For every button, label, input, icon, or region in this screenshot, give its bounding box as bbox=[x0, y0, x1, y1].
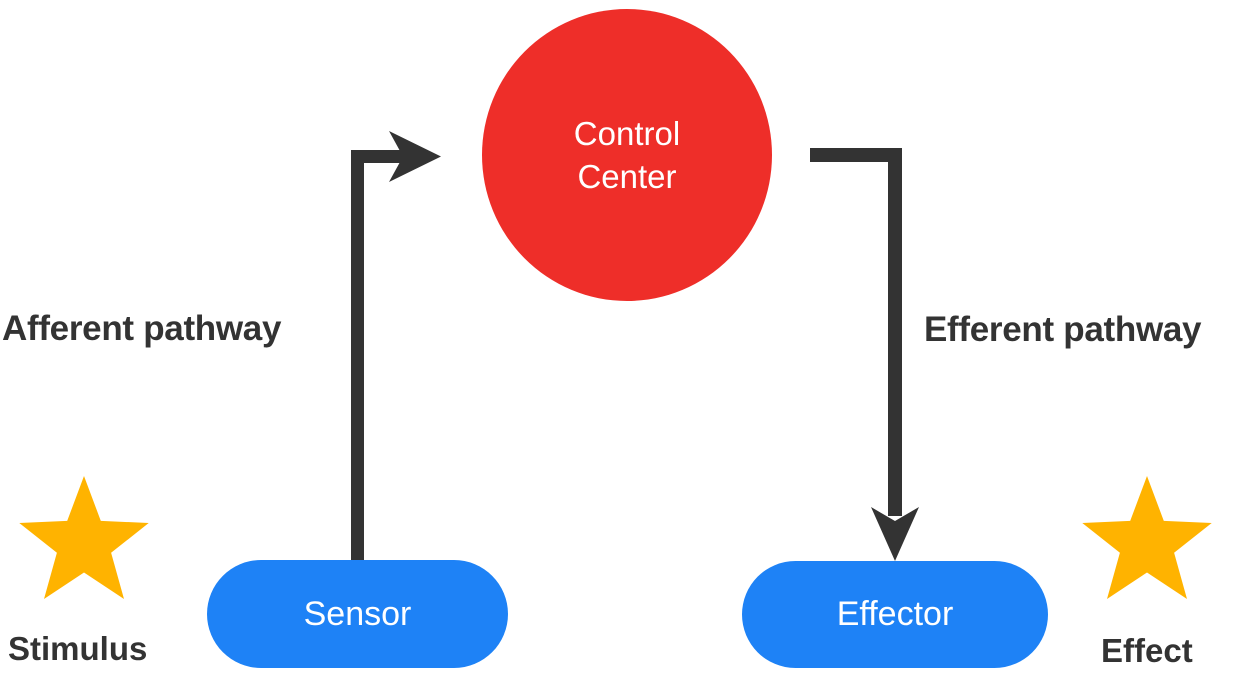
afferent-arrowhead-icon bbox=[389, 131, 441, 182]
sensor-label: Sensor bbox=[303, 594, 412, 633]
control-center-node: Control Center bbox=[482, 9, 772, 301]
efferent-arrowhead-icon bbox=[871, 507, 919, 561]
efferent-pathway-label: Efferent pathway bbox=[924, 310, 1202, 349]
effector-label: Effector bbox=[836, 595, 954, 633]
efferent-arrow-line bbox=[810, 148, 902, 516]
control-center-label: Control Center bbox=[573, 115, 681, 195]
sensor-node: Sensor bbox=[207, 560, 508, 668]
afferent-arrow-line bbox=[351, 150, 406, 565]
stimulus-star-icon bbox=[19, 476, 149, 599]
effector-node: Effector bbox=[742, 561, 1048, 668]
effect-label: Effect bbox=[1101, 632, 1193, 669]
afferent-pathway-label: Afferent pathway bbox=[2, 309, 282, 348]
stimulus-label: Stimulus bbox=[8, 630, 148, 667]
effect-star-icon bbox=[1082, 476, 1212, 599]
